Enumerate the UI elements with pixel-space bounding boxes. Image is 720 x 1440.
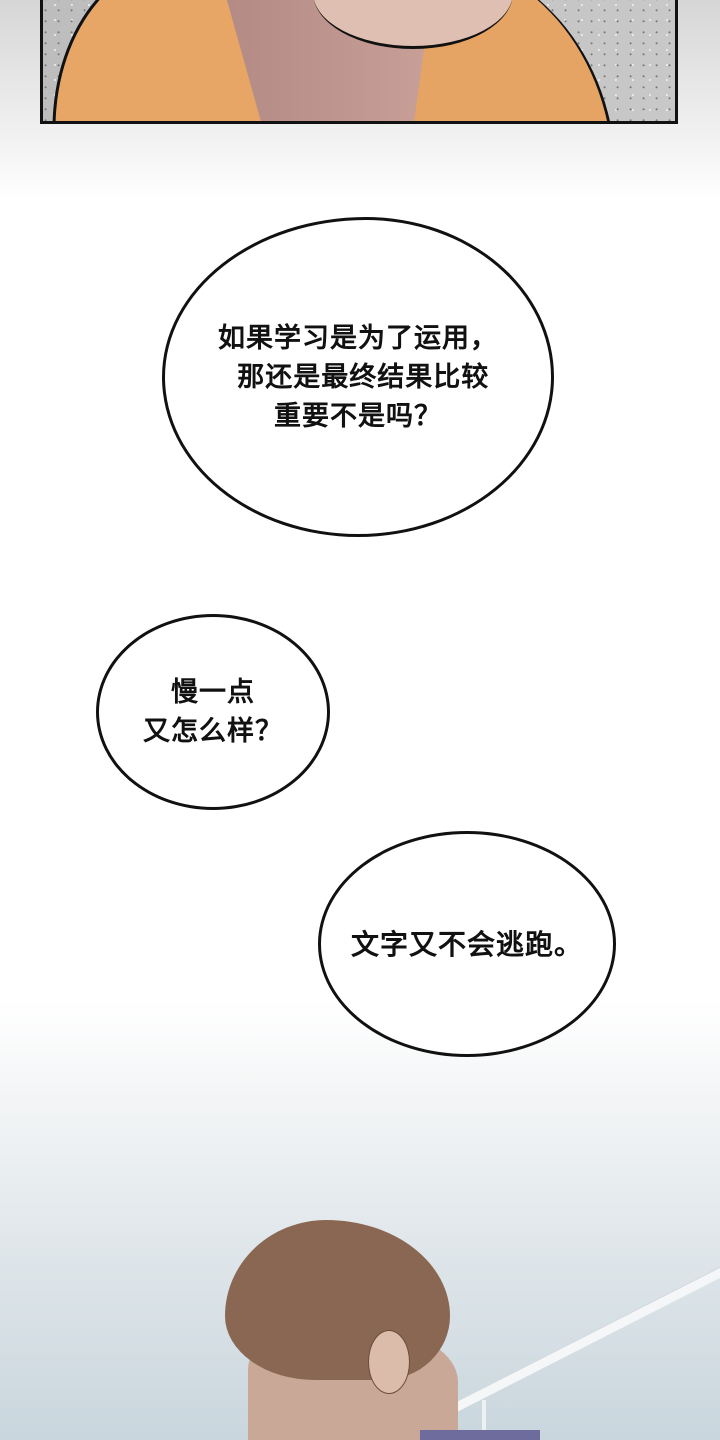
speech-bubble-2: 慢一点 又怎么样？ [96, 614, 330, 810]
speech-bubble-1: 如果学习是为了运用， 那还是最终结果比较 重要不是吗？ [162, 217, 554, 537]
character-hair [225, 1220, 450, 1380]
railing [437, 1256, 720, 1420]
bottom-comic-panel [0, 1180, 720, 1440]
speech-text-3: 文字又不会逃跑。 [350, 927, 583, 961]
character-ear [368, 1330, 410, 1394]
railing-post [482, 1400, 486, 1440]
speech-text-2: 慢一点 又怎么样？ [143, 677, 283, 747]
speech-bubble-3: 文字又不会逃跑。 [318, 831, 616, 1057]
speech-text-1: 如果学习是为了运用， 那还是最终结果比较 重要不是吗？ [218, 322, 498, 432]
top-comic-panel [40, 0, 678, 124]
character-shirt-collar [420, 1430, 540, 1440]
